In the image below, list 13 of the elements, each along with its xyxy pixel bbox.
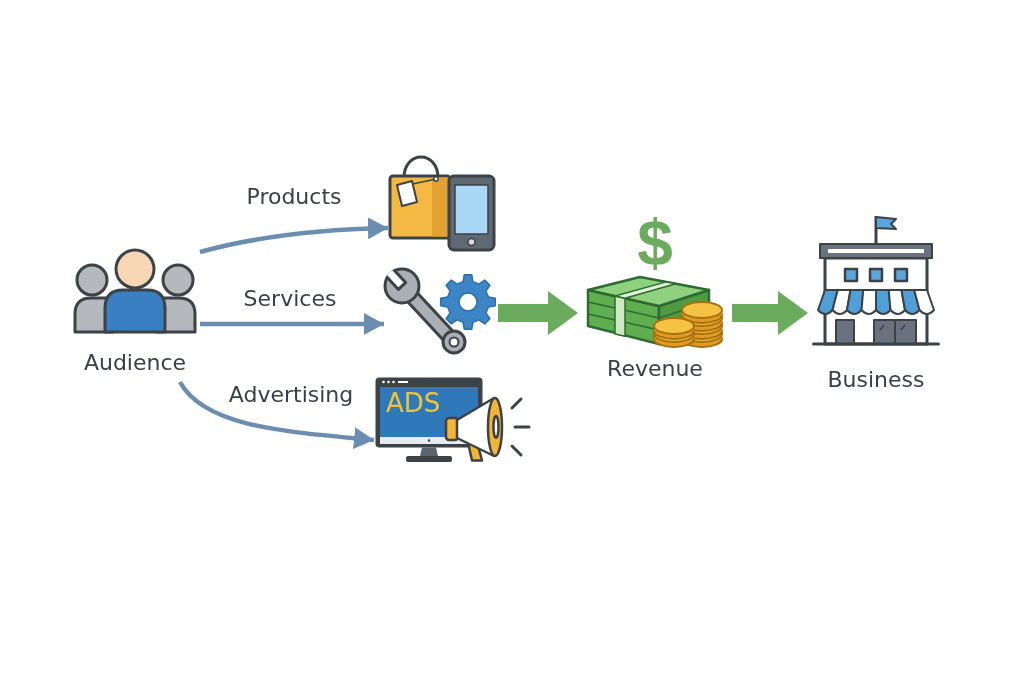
- arrow: [732, 291, 808, 335]
- edge-label: Products: [246, 184, 342, 210]
- node-label: Audience: [83, 350, 187, 376]
- edge-label: Advertising: [228, 382, 354, 408]
- dollar-sign: $: [637, 212, 673, 274]
- arrow: [200, 313, 384, 335]
- edge-label: Services: [243, 286, 337, 312]
- node-label: Business: [827, 367, 925, 393]
- screen-text: ADS: [386, 388, 441, 418]
- arrow: [199, 217, 389, 255]
- arrow: [178, 380, 375, 450]
- node-label: Revenue: [607, 356, 703, 382]
- arrow: [498, 291, 578, 335]
